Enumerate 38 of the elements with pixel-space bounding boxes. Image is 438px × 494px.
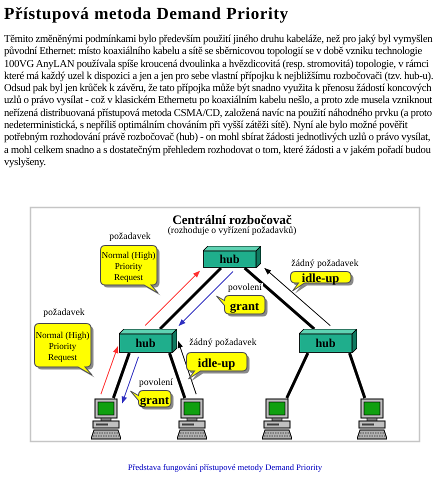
- speech-bubble: Normal (High) Priority Request: [34, 323, 94, 376]
- speech-bubble: Normal (High) Priority Request: [100, 245, 160, 294]
- arrow: [122, 356, 139, 404]
- cable-line: [285, 352, 310, 399]
- hub-box: [119, 329, 177, 353]
- arrow: [100, 346, 118, 395]
- callout-heading: požadavek: [42, 308, 86, 319]
- cable-line: [168, 352, 186, 398]
- hub-box: [299, 329, 357, 353]
- speech-bubble: idle-up: [290, 271, 354, 292]
- hub-box: [203, 246, 261, 268]
- heading: Přístupová metoda Demand Priority: [4, 4, 289, 24]
- cable-line: [158, 266, 222, 330]
- cable-line: [244, 266, 316, 330]
- hub-label: hub: [218, 251, 241, 268]
- arrow: [144, 270, 200, 326]
- cable-line: [112, 352, 131, 398]
- callout-heading: požadavek: [108, 232, 152, 243]
- figure-caption: Představa fungování přístupové metody Demand Priority: [126, 462, 324, 472]
- computer-drawing: [357, 398, 387, 440]
- arrow: [264, 268, 331, 326]
- computer-drawing: [262, 398, 292, 440]
- computer-drawing: [177, 398, 207, 440]
- paragraph: Těmito změněnými podmínkami bylo především použití jiného druhu kabeláže, než pro jaký byl vymyšlen původní Ethernet: místo koaxiálního kabelu a sítě se sběrnicovou topologií se v době vzniku technologie 100VG AnyLAN používala spíše kroucená dvoulinka a hvězdicovitá (resp. stromovitá) topologie, v rámci které má každý uzel k dispozici a jen a jen pro sebe vlastní přípojku k nejbližšímu rozbočovači (tzv. hub-u). Odsud pak byl jen krůček k závěru, že tato přípojka může být snadno využita k přenosu žádostí koncových uzlů o právo vysílat - což v klasickém Ethernetu po koaxiálním kabelu nešlo, a proto zde musela vzniknout neřízená distribuovaná přístupová metoda CSMA/CD, založená navíc na použití náhodného prvku (a proto nedeterministická, s nepříliš optimálním chováním při vyšší zátěži sítě). Nyní ale bylo možné pověřit potřebným rozhodování právě rozbočovač (hub) - on mohl sbírat žádosti jednotlivých uzlů o právo vysílat, a mohl celkem snadno a s dostatečným přehledem rozhodovat o tom, které žádosti a v jakém pořadí budou vyslyšeny.: [4, 34, 434, 170]
- callout-heading: povolení: [138, 378, 174, 389]
- arrow: [178, 340, 197, 395]
- hub-label: hub: [314, 335, 337, 352]
- speech-bubble: grant: [130, 390, 174, 410]
- hub-caption: Centrální rozbočovač: [172, 212, 292, 227]
- callout-heading: povolení: [226, 283, 264, 294]
- callout-heading: žádný požadavek: [290, 259, 360, 270]
- hub-note: (rozhoduje o vyřízení požadavků): [166, 226, 298, 236]
- hub-label: hub: [134, 335, 157, 352]
- speech-bubble: grant: [216, 295, 268, 317]
- arrow: [178, 271, 234, 326]
- computer-drawing: [91, 398, 121, 440]
- callout-heading: žádný požadavek: [188, 338, 258, 349]
- speech-bubble: idle-up: [186, 352, 250, 380]
